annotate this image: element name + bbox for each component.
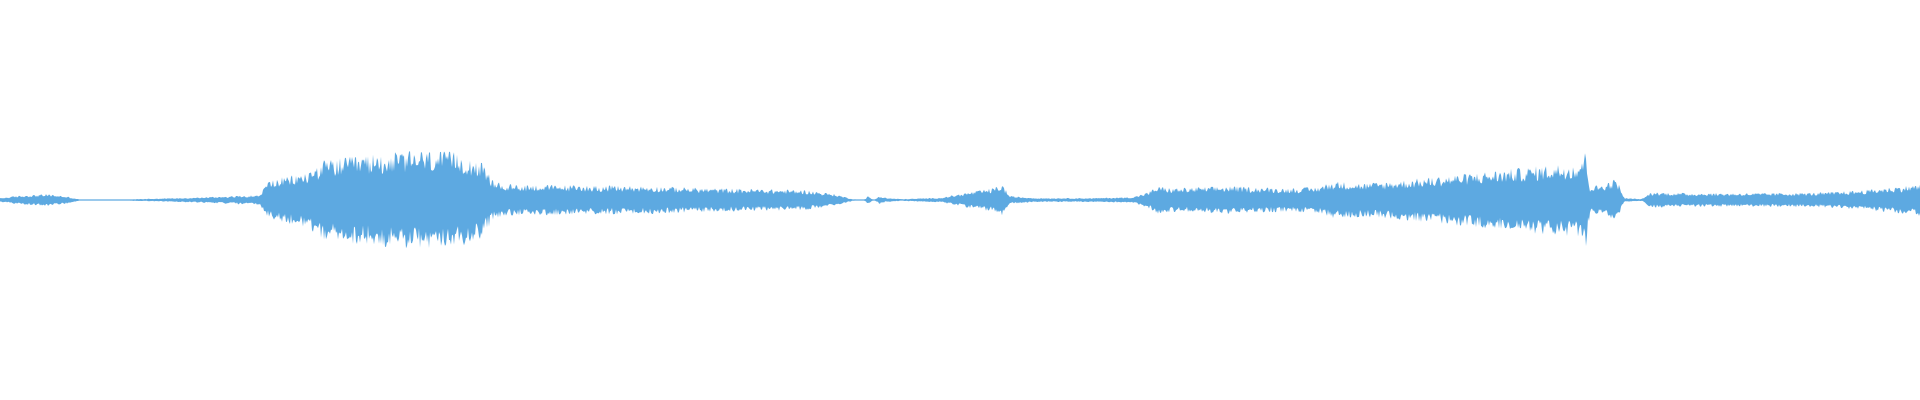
waveform-shape: [0, 150, 1920, 249]
